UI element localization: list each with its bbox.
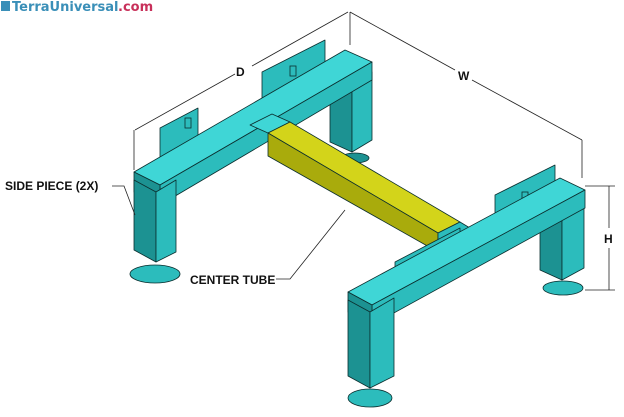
left-front-leg (129, 179, 181, 284)
dimension-h-label: H (604, 232, 613, 246)
side-piece-callout: SIDE PIECE (2X) (5, 179, 136, 216)
terra-universal-logo: TerraUniversal .com (1, 0, 153, 15)
dimension-w: W (349, 11, 583, 178)
logo-name: TerraUniversal (12, 0, 119, 15)
dimension-w-label: W (458, 69, 470, 83)
dimension-h: H (585, 185, 615, 291)
right-front-leg (347, 297, 395, 408)
dimension-d-label: D (236, 65, 245, 79)
logo-icon (1, 1, 10, 11)
dimension-d: D (133, 11, 349, 170)
side-piece-label: SIDE PIECE (2X) (5, 179, 98, 193)
center-tube-label: CENTER TUBE (190, 273, 275, 287)
right-side-piece (347, 164, 586, 326)
center-tube-callout: CENTER TUBE (190, 209, 346, 287)
logo-suffix: .com (118, 0, 153, 15)
